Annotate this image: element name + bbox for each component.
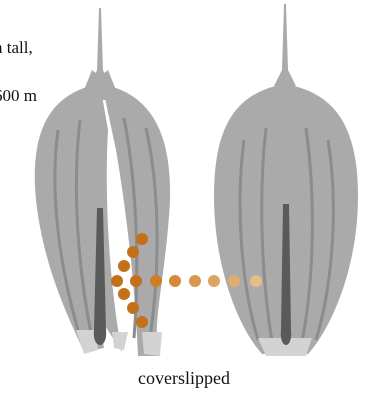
right-spike	[274, 4, 296, 86]
left-tip-3	[142, 332, 162, 356]
dot	[136, 316, 148, 328]
caption-coverslipped: coverslipped	[0, 368, 368, 389]
dot	[250, 275, 262, 287]
right-specimen	[214, 4, 358, 356]
dot	[136, 233, 148, 245]
dot	[208, 275, 220, 287]
dot	[127, 246, 139, 258]
dot	[118, 288, 130, 300]
left-specimen	[35, 8, 170, 356]
dot	[189, 275, 201, 287]
dot	[111, 275, 123, 287]
left-tip-2	[112, 332, 128, 350]
dot	[130, 275, 142, 287]
dot	[169, 275, 181, 287]
dot	[150, 275, 162, 287]
dot	[127, 302, 139, 314]
dot	[118, 260, 130, 272]
dot	[228, 275, 240, 287]
